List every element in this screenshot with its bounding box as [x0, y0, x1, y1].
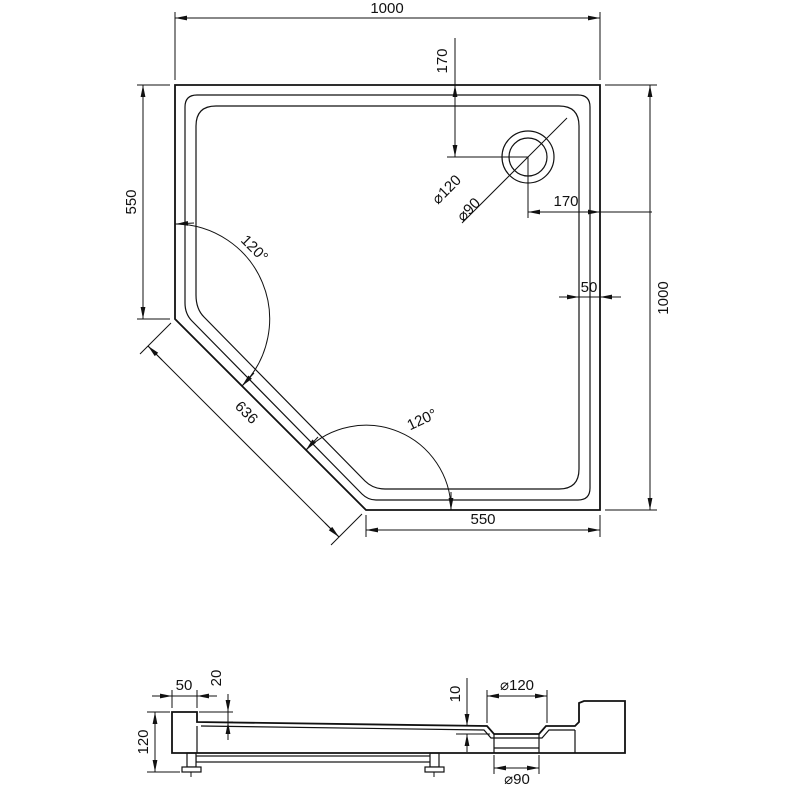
- dim-arrow: [324, 522, 340, 538]
- foot-pad-left: [181, 766, 202, 773]
- dim-lines: [174, 12, 601, 80]
- dim-section-drain-dia: ⌀90: [493, 755, 540, 788]
- dim-drain-offset-top-label: 170: [434, 48, 451, 73]
- dim-arrow: [241, 372, 255, 387]
- dim-left-edge-label: 550: [123, 189, 140, 214]
- dim-top-width-label: 1000: [370, 0, 403, 17]
- dim-lines: [171, 690, 198, 708]
- dim-section-total-height: 120: [135, 711, 180, 773]
- section-drain-dia-label: ⌀90: [504, 771, 530, 788]
- dim-arrow: [147, 345, 163, 361]
- dim-top-width: 1000: [174, 0, 601, 80]
- drain-outer-dia-label: ⌀120: [429, 172, 465, 208]
- tray-rim-inner-line: [184, 94, 591, 501]
- drain-inner-dia-label: ⌀90: [454, 195, 484, 225]
- angle-top-left: 120°: [174, 220, 271, 387]
- tray-bowl-line: [195, 105, 580, 490]
- dim-drain-offset-right: 170: [528, 193, 652, 215]
- foot-bolt-marks: [190, 772, 435, 777]
- dim-chamfer-label: 636: [231, 398, 261, 428]
- dim-rim-width: 50: [559, 279, 621, 305]
- dim-right-edge: 1000: [605, 84, 672, 511]
- drain-leader-line: [461, 117, 568, 224]
- dim-bottom-edge: 550: [365, 511, 601, 537]
- dim-drain-offset-top: 170: [434, 38, 458, 157]
- foot-pad-right: [424, 766, 445, 773]
- angle-arc: [305, 424, 452, 511]
- dim-arrow: [305, 436, 319, 451]
- drain-hole-section: [493, 734, 540, 753]
- foot-stem-left: [186, 752, 197, 768]
- dim-lines: [137, 84, 170, 320]
- angle-top-left-label: 120°: [237, 232, 271, 266]
- angle-bottom-label: 120°: [404, 406, 439, 435]
- tray-section-walls: [196, 726, 576, 753]
- section-recess-dia-label: ⌀120: [500, 677, 534, 694]
- dim-section-recess-depth: 10: [447, 678, 490, 752]
- dim-section-rim-width: 50: [152, 677, 217, 708]
- dim-rim-width-label: 50: [581, 279, 598, 296]
- section-rim-width-label: 50: [176, 677, 193, 694]
- angle-bottom: 120°: [305, 406, 454, 511]
- tray-section-profile: [171, 700, 626, 754]
- dim-lines: [486, 690, 548, 723]
- dim-lines: [139, 322, 363, 546]
- top-view: ⌀120 ⌀90 1000 170 170 550: [123, 0, 672, 546]
- dim-left-edge: 550: [123, 84, 170, 320]
- section-view: 50 20 10 ⌀120 120: [135, 670, 626, 788]
- dim-lines: [365, 515, 601, 537]
- dim-right-edge-label: 1000: [655, 281, 672, 314]
- section-recess-depth-label: 10: [447, 686, 464, 703]
- dim-arrow: [175, 220, 195, 226]
- section-rim-step-label: 20: [208, 670, 225, 687]
- dim-bottom-edge-label: 550: [470, 511, 495, 528]
- tray-outer-outline: [174, 84, 601, 511]
- section-total-height-label: 120: [135, 729, 152, 754]
- tray-section-inner-skin: [200, 725, 575, 739]
- support-bar: [195, 755, 433, 763]
- dim-drain-offset-right-label: 170: [553, 193, 578, 210]
- angle-arc: [174, 223, 271, 387]
- dim-section-recess-dia: ⌀120: [486, 677, 548, 723]
- foot-stem-right: [429, 752, 440, 768]
- dim-section-rim-step: 20: [199, 670, 233, 740]
